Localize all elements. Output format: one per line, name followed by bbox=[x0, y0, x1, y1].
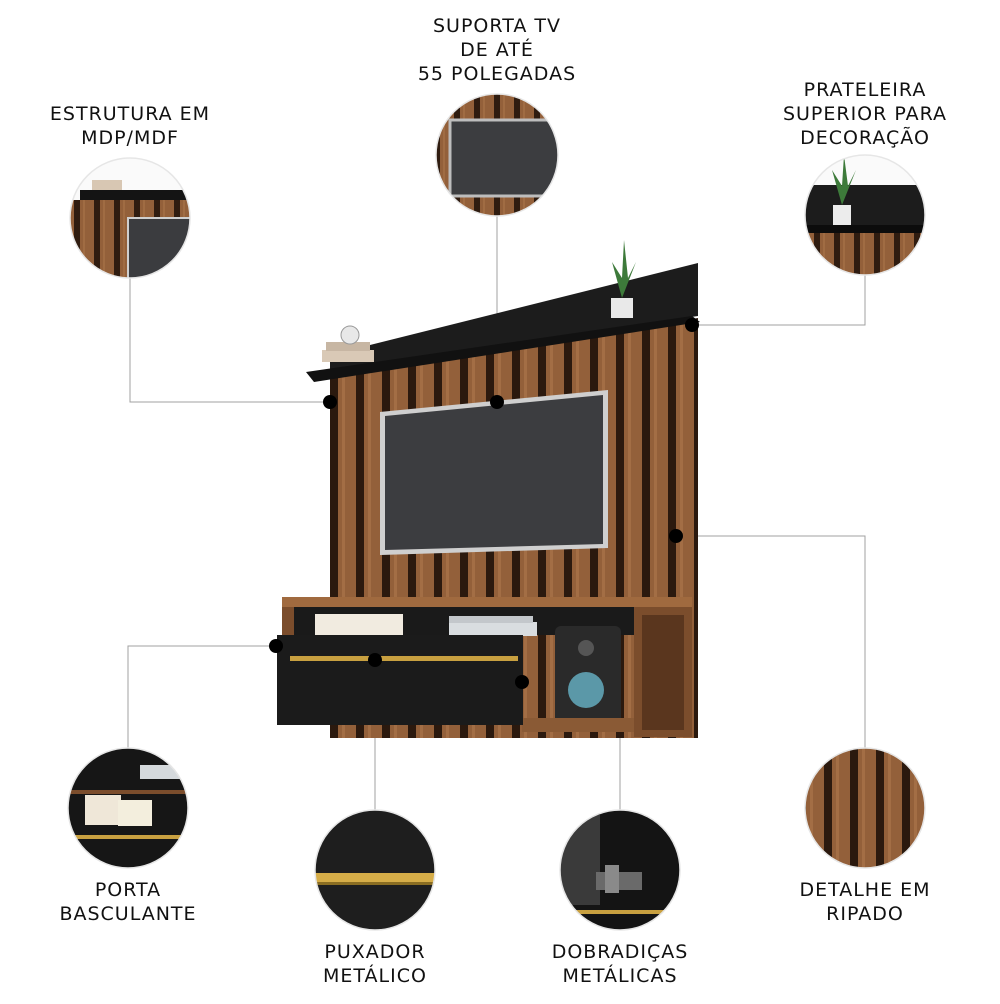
detail-tv bbox=[435, 93, 559, 217]
label-line: ESTRUTURA EM bbox=[49, 103, 211, 125]
label-line: METÁLICAS bbox=[562, 965, 678, 987]
label-line: PORTA bbox=[94, 879, 162, 901]
label-line: PUXADOR bbox=[324, 941, 426, 963]
label-line: DE ATÉ bbox=[460, 39, 534, 61]
label-porta: PORTA BASCULANTE bbox=[28, 878, 228, 926]
label-line: RIPADO bbox=[826, 903, 904, 925]
detail-prateleira bbox=[804, 154, 926, 276]
leader-line-porta bbox=[127, 645, 276, 748]
detail-ripado bbox=[804, 747, 926, 869]
label-puxador: PUXADOR METÁLICO bbox=[275, 940, 475, 988]
label-line: MDP/MDF bbox=[81, 127, 179, 149]
detail-puxador bbox=[314, 809, 436, 931]
label-ripado: DETALHE EM RIPADO bbox=[765, 878, 965, 926]
label-prateleira: PRATELEIRA SUPERIOR PARA DECORAÇÃO bbox=[755, 78, 975, 150]
tv-panel-illustration bbox=[269, 240, 700, 738]
leader-line-estrutura bbox=[129, 278, 330, 403]
label-line: DOBRADIÇAS bbox=[551, 941, 689, 963]
label-line: SUPERIOR PARA bbox=[782, 103, 948, 125]
label-line: METÁLICO bbox=[323, 965, 427, 987]
leader-line-ripado bbox=[676, 535, 866, 748]
label-estrutura: ESTRUTURA EM MDP/MDF bbox=[30, 102, 230, 150]
label-line: DETALHE EM bbox=[799, 879, 931, 901]
leader-line-prateleira bbox=[692, 275, 866, 326]
label-line: SUPORTA TV bbox=[433, 15, 561, 37]
label-line: BASCULANTE bbox=[59, 903, 197, 925]
detail-porta bbox=[67, 747, 189, 869]
detail-estrutura bbox=[69, 157, 191, 279]
label-line: 55 POLEGADAS bbox=[417, 63, 577, 85]
detail-dobradicas bbox=[559, 809, 681, 931]
label-line: PRATELEIRA bbox=[803, 79, 927, 101]
label-suporta-tv: SUPORTA TV DE ATÉ 55 POLEGADAS bbox=[397, 14, 597, 86]
label-dobradicas: DOBRADIÇAS METÁLICAS bbox=[510, 940, 730, 988]
label-line: DECORAÇÃO bbox=[800, 127, 930, 149]
